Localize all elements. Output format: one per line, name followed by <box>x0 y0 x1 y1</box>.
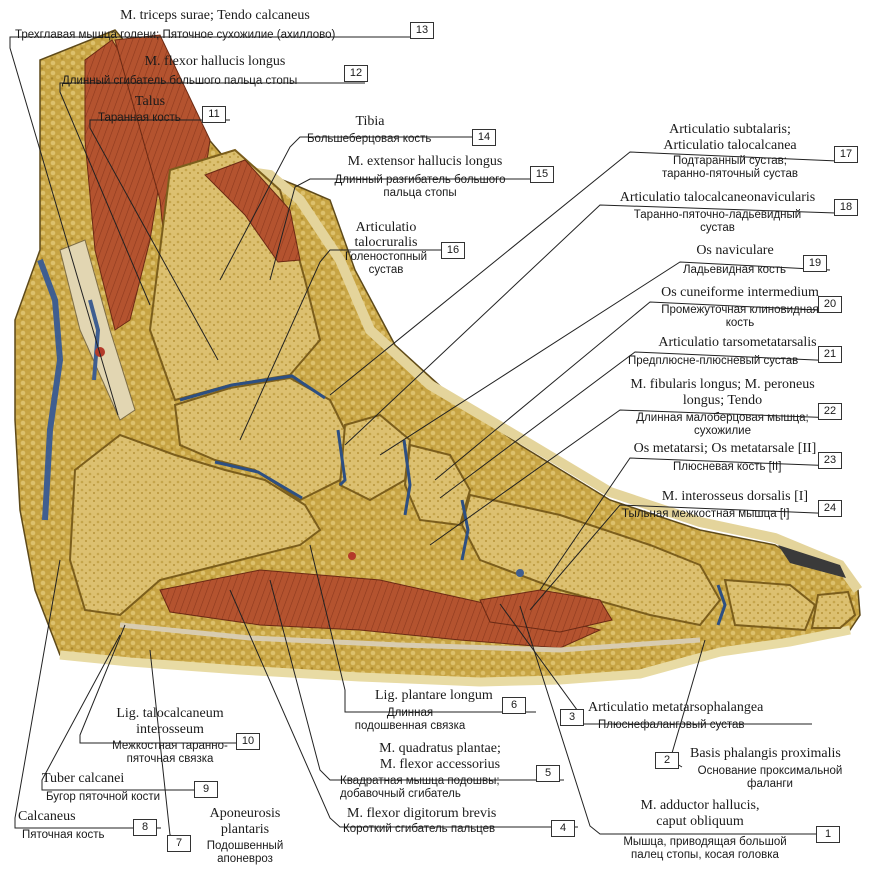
badge-14: 14 <box>472 129 496 146</box>
badge-9: 9 <box>194 781 218 798</box>
label-24-russian: Тыльная межкостная мышца [I] <box>622 508 790 520</box>
label-10-russian: Межкостная таранно- пяточная связка <box>112 740 228 765</box>
label-22-latin: M. fibularis longus; M. peroneus longus;… <box>630 377 815 408</box>
label-21-latin: Articulatio tarsometatarsalis <box>658 335 817 350</box>
label-14-latin: Tibia <box>355 114 385 129</box>
label-3-latin: Articulatio metatarsophalangea <box>588 700 764 715</box>
label-23-latin: Os metatarsi; Os metatarsale [II] <box>633 441 817 456</box>
label-15-latin: M. extensor hallucis longus <box>347 154 503 169</box>
badge-11: 11 <box>202 106 226 123</box>
label-19-russian: Ладьевидная кость <box>683 264 787 276</box>
vessel-dot-3 <box>516 569 524 577</box>
label-13-latin: M. triceps surae; Tendo calcaneus <box>120 8 310 23</box>
label-17-russian: Подтаранный сустав; таранно-пяточный сус… <box>662 155 798 180</box>
badge-4: 4 <box>551 820 575 837</box>
label-4-latin: M. flexor digitorum brevis <box>347 806 497 821</box>
label-15-russian: Длинный разгибатель большого пальца стоп… <box>334 174 506 199</box>
label-8-russian: Пяточная кость <box>22 829 105 841</box>
badge-21: 21 <box>818 346 842 363</box>
label-18-latin: Articulatio talocalcaneonavicularis <box>619 190 816 205</box>
badge-24: 24 <box>818 500 842 517</box>
label-9-russian: Бугор пяточной кости <box>46 791 161 803</box>
badge-7: 7 <box>167 835 191 852</box>
vessel-dot-2 <box>348 552 356 560</box>
label-20-russian: Промежуточная клиновидная кость <box>661 304 819 329</box>
label-20-latin: Os cuneiforme intermedium <box>661 285 819 300</box>
badge-5: 5 <box>536 765 560 782</box>
label-5-russian: Квадратная мышца подошвы; добавочный сги… <box>340 775 500 800</box>
badge-15: 15 <box>530 166 554 183</box>
label-7-russian: Подошвенный апоневроз <box>206 840 284 865</box>
label-16-latin: Articulatio talocruralis <box>354 220 418 250</box>
label-17-latin: Articulatio subtalaris; Articulatio talo… <box>663 122 797 153</box>
badge-2: 2 <box>655 752 679 769</box>
badge-23: 23 <box>818 452 842 469</box>
label-14-russian: Большеберцовая кость <box>307 133 432 145</box>
badge-13: 13 <box>410 22 434 39</box>
label-7-latin: Aponeurosis plantaris <box>209 806 281 837</box>
badge-6: 6 <box>502 697 526 714</box>
label-24-latin: M. interosseus dorsalis [I] <box>661 489 809 504</box>
badge-17: 17 <box>834 146 858 163</box>
label-6-russian: Длинная подошвенная связка <box>354 707 466 732</box>
badge-16: 16 <box>441 242 465 259</box>
label-2-russian: Основание проксимальной фаланги <box>697 765 843 790</box>
label-12-russian: Длинный сгибатель большого пальца стопы <box>62 75 298 87</box>
badge-18: 18 <box>834 199 858 216</box>
label-21-russian: Предплюсне-плюсневый сустав <box>628 355 799 367</box>
label-12-latin: M. flexor hallucis longus <box>144 54 286 69</box>
badge-19: 19 <box>803 255 827 272</box>
label-6-latin: Lig. plantare longum <box>375 688 493 703</box>
badge-10: 10 <box>236 733 260 750</box>
label-5-latin: M. quadratus plantae; M. flexor accessor… <box>379 741 501 772</box>
label-9-latin: Tuber calcanei <box>42 771 125 786</box>
label-11-russian: Таранная кость <box>98 112 181 124</box>
label-4-russian: Короткий сгибатель пальцев <box>343 823 496 835</box>
badge-3: 3 <box>560 709 584 726</box>
vessel-dot <box>95 347 105 357</box>
badge-22: 22 <box>818 403 842 420</box>
label-13-russian: Трехглавая мышца голени; Пяточное сухожи… <box>15 29 336 41</box>
label-23-russian: Плюсневая кость [II] <box>673 461 782 473</box>
label-19-latin: Os naviculare <box>696 243 774 258</box>
badge-20: 20 <box>818 296 842 313</box>
label-1-latin: M. adductor hallucis, caput obliquum <box>640 798 760 829</box>
label-2-latin: Basis phalangis proximalis <box>690 746 841 761</box>
label-8-latin: Calcaneus <box>18 809 76 824</box>
label-1-russian: Мышца, приводящая большой палец стопы, к… <box>623 836 787 861</box>
badge-8: 8 <box>133 819 157 836</box>
label-16-russian: Голеностопный сустав <box>344 251 427 276</box>
badge-12: 12 <box>344 65 368 82</box>
label-22-russian: Длинная малоберцовая мышца; сухожилие <box>636 412 809 437</box>
label-11-latin: Talus <box>134 94 166 109</box>
label-10-latin: Lig. talocalcaneum interosseum <box>116 706 224 737</box>
badge-1: 1 <box>816 826 840 843</box>
label-3-russian: Плюснефаланговый сустав <box>598 719 745 731</box>
label-18-russian: Таранно-пяточно-ладьевидный сустав <box>633 209 802 234</box>
